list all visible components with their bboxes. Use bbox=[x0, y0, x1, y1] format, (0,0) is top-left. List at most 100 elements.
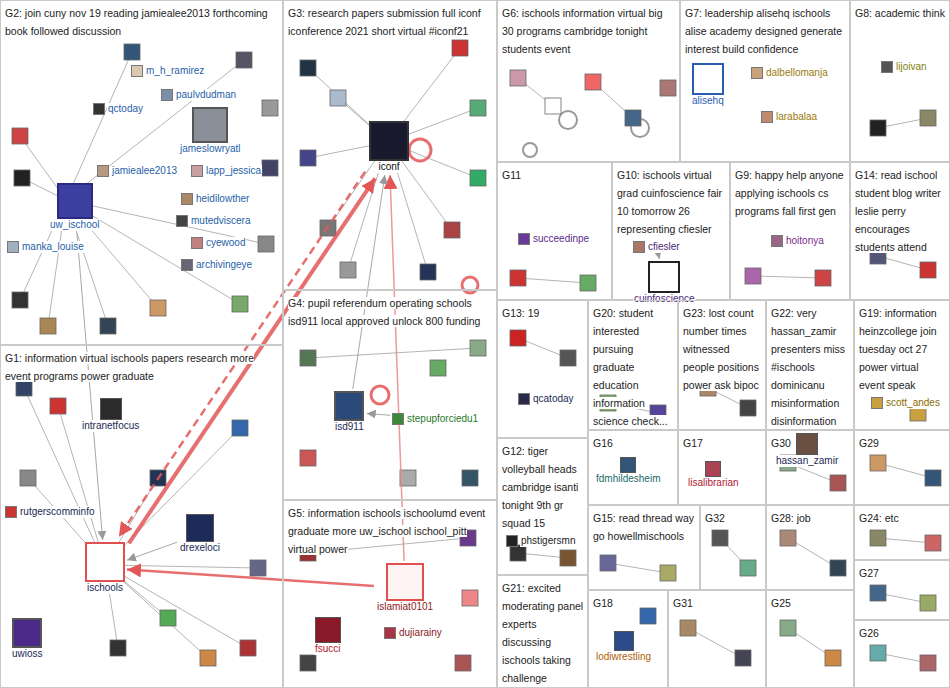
user-avatar bbox=[50, 398, 66, 414]
user-avatar bbox=[330, 90, 346, 106]
user-avatar bbox=[712, 530, 728, 546]
user-avatar bbox=[340, 262, 356, 278]
group-header: G3: research papers submission full icon… bbox=[284, 1, 496, 39]
user-avatar bbox=[740, 400, 756, 416]
user-avatar bbox=[300, 150, 316, 166]
user-label: dalbellomanja bbox=[765, 67, 829, 79]
group-header: G12: tiger volleyball heads cambridge is… bbox=[498, 439, 587, 531]
group-title: G32 bbox=[705, 512, 725, 524]
user-vertex: m_h_ramirez bbox=[131, 65, 205, 77]
user-avatar bbox=[870, 120, 886, 136]
user-label: succeedinpe bbox=[532, 233, 590, 245]
group-box: G5: information ischools ischoolumd even… bbox=[283, 500, 497, 688]
group-box: G20: student interested pursuing graduat… bbox=[588, 300, 678, 430]
user-vertex: lapp_jessica bbox=[191, 165, 262, 177]
group-box: G29 bbox=[854, 430, 950, 505]
tie-line bbox=[753, 276, 823, 278]
group-title: G25 bbox=[771, 597, 791, 609]
group-header: G16 bbox=[589, 431, 677, 451]
group-box: G15: read thread way go howellmischools bbox=[588, 505, 700, 590]
user-vertex: phstigersmn bbox=[506, 535, 576, 547]
user-avatar bbox=[315, 617, 341, 643]
group-box: G11succeedinpe bbox=[497, 162, 612, 300]
user-label: lisalibrarian bbox=[687, 477, 740, 489]
group-header: G19: information heinzcollege join tuesd… bbox=[855, 301, 949, 393]
user-avatar bbox=[633, 241, 645, 253]
group-title: G18 bbox=[593, 597, 613, 609]
edge-arrow bbox=[77, 233, 103, 540]
user-avatar bbox=[12, 292, 28, 308]
user-vertex: iconf bbox=[369, 121, 409, 173]
user-avatar bbox=[7, 241, 19, 253]
user-vertex: qctoday bbox=[93, 103, 144, 115]
user-vertex: mutedviscera bbox=[176, 215, 251, 227]
group-title: G12: tiger volleyball heads cambridge is… bbox=[502, 445, 578, 529]
user-avatar bbox=[751, 67, 763, 79]
user-vertex: alisehq bbox=[691, 63, 725, 107]
user-vertex: dalbellomanja bbox=[751, 67, 829, 79]
user-avatar bbox=[870, 530, 886, 546]
group-header: G17 bbox=[679, 431, 765, 451]
user-vertex: uw_ischool bbox=[49, 183, 100, 231]
group-box: G24: etc bbox=[854, 505, 950, 560]
user-label: drexeloci bbox=[179, 542, 221, 554]
tie-line bbox=[105, 565, 248, 648]
self-loop bbox=[559, 111, 577, 129]
user-avatar bbox=[97, 165, 109, 177]
user-avatar bbox=[40, 318, 56, 334]
group-title: G22: very hassan_zamir presenters miss #… bbox=[771, 307, 845, 427]
group-title: G26 bbox=[859, 627, 879, 639]
user-avatar bbox=[510, 330, 526, 346]
user-label: paulvdudman bbox=[175, 89, 237, 101]
user-label: jameslowryatl bbox=[179, 143, 242, 155]
user-avatar bbox=[825, 650, 841, 666]
user-label: cyewood bbox=[205, 237, 246, 249]
group-box: G17 lisalibrarian bbox=[678, 430, 766, 505]
user-vertex: lijoivan bbox=[881, 61, 928, 73]
user-avatar bbox=[692, 63, 724, 95]
user-avatar bbox=[236, 52, 252, 68]
group-box: G9: happy help anyone applying ischools … bbox=[730, 162, 850, 300]
group-title: G2: join cuny nov 19 reading jamiealee20… bbox=[5, 7, 268, 37]
user-label: cfiesler bbox=[647, 241, 681, 253]
user-vertex: dujiarainy bbox=[384, 627, 443, 639]
group-box: G25 bbox=[766, 590, 854, 688]
user-vertex: manka_louise bbox=[7, 241, 85, 253]
user-label: larabalaa bbox=[775, 111, 818, 123]
group-box: G18 lodiwrestling bbox=[588, 590, 668, 688]
user-avatar bbox=[200, 650, 216, 666]
user-avatar bbox=[780, 530, 796, 546]
group-title: G1: information virtual ischools papers … bbox=[5, 352, 254, 382]
user-vertex: drexeloci bbox=[179, 514, 221, 554]
tie-line bbox=[66, 52, 132, 200]
edge-arrow bbox=[353, 175, 385, 389]
user-avatar bbox=[870, 455, 886, 471]
user-avatar bbox=[181, 193, 193, 205]
group-box: G16fdmhildesheim bbox=[588, 430, 678, 505]
group-title: G4: pupil referendum operating schools i… bbox=[288, 297, 480, 327]
user-vertex: uwioss bbox=[11, 618, 44, 660]
user-vertex: cfiesler bbox=[633, 241, 681, 253]
user-vertex: fsucci bbox=[314, 617, 342, 655]
group-box: G27 bbox=[854, 560, 950, 620]
group-header: G24: etc bbox=[855, 506, 949, 526]
user-vertex: heidilowther bbox=[181, 193, 250, 205]
group-title: G20: student interested pursuing graduat… bbox=[593, 307, 668, 427]
user-vertex: lodiwrestling bbox=[595, 631, 652, 663]
group-title: G30 bbox=[771, 437, 791, 449]
group-header: G5: information ischools ischoolumd even… bbox=[284, 501, 496, 557]
group-title: G14: read ischool student blog writer le… bbox=[855, 169, 941, 253]
group-header: G29 bbox=[855, 431, 949, 451]
user-label: fsucci bbox=[314, 643, 342, 655]
group-title: G8: academic think bbox=[855, 7, 945, 19]
user-avatar bbox=[300, 60, 316, 76]
group-title: G9: happy help anyone applying ischools … bbox=[735, 169, 844, 217]
tie-line bbox=[608, 563, 668, 573]
user-avatar bbox=[881, 61, 893, 73]
user-label: rutgerscomminfo bbox=[19, 506, 95, 518]
user-avatar bbox=[870, 585, 886, 601]
user-vertex: qcatoday bbox=[518, 393, 575, 405]
group-box: G32 bbox=[700, 505, 766, 590]
user-avatar bbox=[258, 236, 274, 252]
